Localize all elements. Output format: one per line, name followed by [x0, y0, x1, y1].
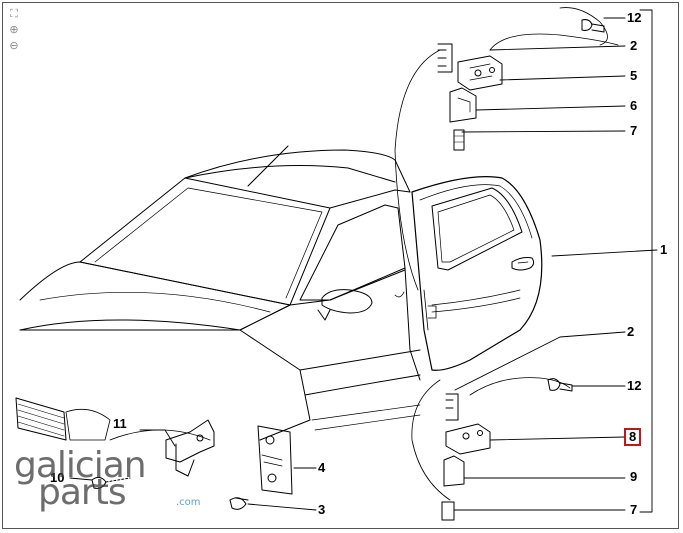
callout-12-upper[interactable]: 12 [627, 10, 642, 25]
callout-1[interactable]: 1 [660, 242, 668, 257]
lower-hinge-parts [441, 377, 573, 521]
callout-7-upper[interactable]: 7 [630, 123, 638, 138]
callout-2-upper[interactable]: 2 [630, 38, 638, 53]
callout-4[interactable]: 4 [318, 460, 326, 475]
zoom-in-icon[interactable]: ⊕ [9, 24, 19, 36]
viewer-toolbar: ⛶ ⊕ ⊖ [7, 7, 23, 55]
callout-3[interactable]: 3 [318, 502, 326, 517]
callout-6[interactable]: 6 [630, 98, 638, 113]
callout-2-lower[interactable]: 2 [627, 324, 635, 339]
callout-10[interactable]: 10 [50, 470, 65, 485]
leader-lines [69, 9, 658, 513]
watermark-logo-line2: parts [38, 472, 127, 513]
callout-5[interactable]: 5 [630, 68, 638, 83]
callout-8-selected[interactable]: 8 [624, 428, 642, 446]
watermark-logo-line1: galician [14, 445, 147, 486]
callout-11[interactable]: 11 [113, 416, 127, 431]
fit-icon[interactable]: ⛶ [10, 8, 18, 20]
car-body-illustration [15, 145, 421, 441]
rear-door-illustration [394, 49, 543, 501]
zoom-out-icon[interactable]: ⊖ [9, 40, 19, 52]
callout-7-lower[interactable]: 7 [630, 502, 638, 517]
watermark-logo-suffix: .com [176, 497, 201, 508]
upper-hinge-parts [437, 7, 619, 151]
front-check-strap-parts [91, 419, 293, 510]
callout-12-lower[interactable]: 12 [627, 378, 642, 393]
callout-9[interactable]: 9 [630, 469, 638, 484]
